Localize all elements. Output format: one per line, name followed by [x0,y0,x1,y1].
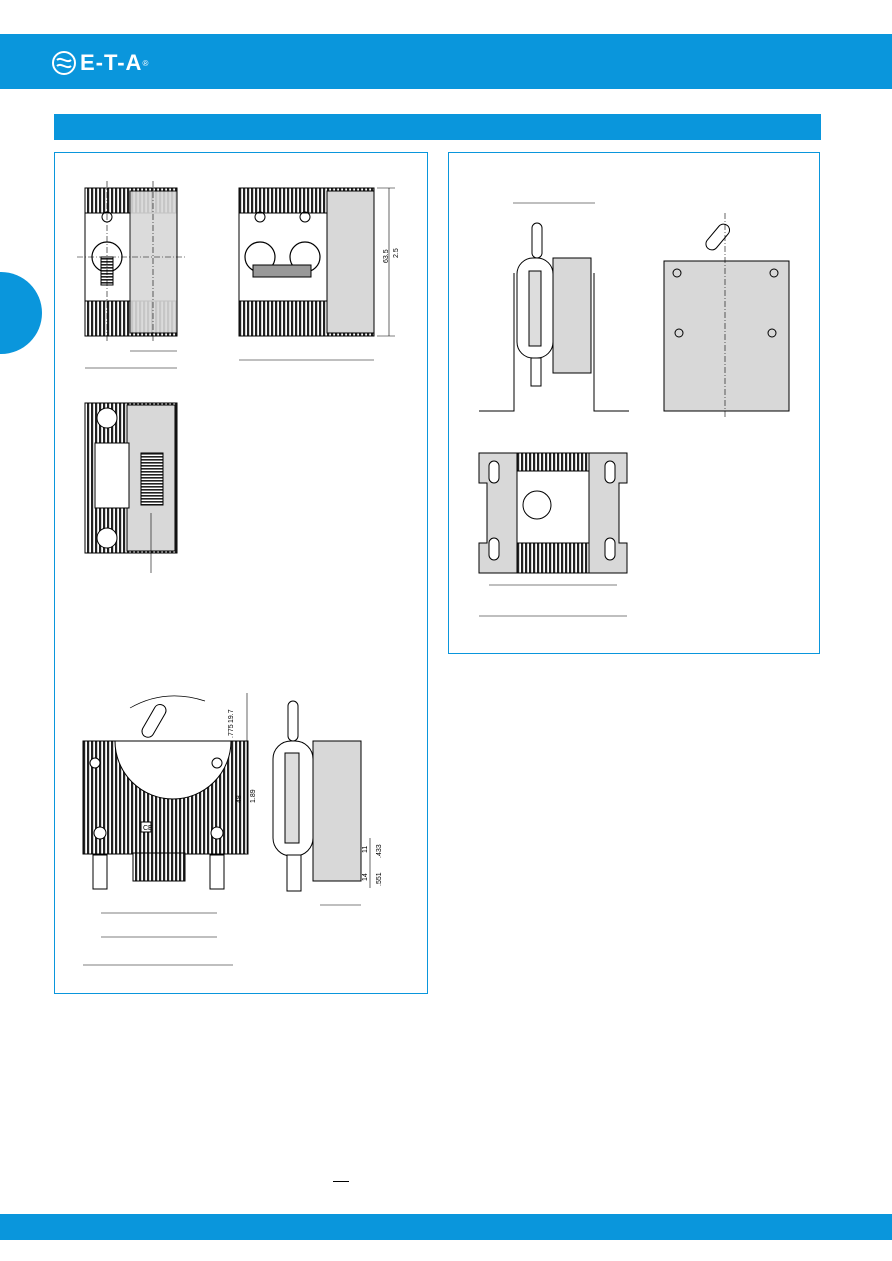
dim-term-mm-2: 14 [362,873,369,881]
dim-term-in-1: .433 [376,844,383,858]
dim-height-in: 2.5 [393,248,400,258]
side-view: 11 .433 14 .551 [272,700,383,906]
eta-swirl-icon [52,51,76,75]
ce-mark: CE [143,825,153,832]
dim-term-in-2: .551 [376,872,383,886]
brand-name: E-T-A [80,50,143,75]
dim-body-in: 1.89 [250,789,257,803]
dim-body-mm: 48 [236,795,243,803]
single-pole-top-view [77,181,185,369]
dimension-drawing-panel-left: 63.5 2.5 CE [54,152,428,994]
dim-lever-in: .775 [228,724,235,738]
side-thumb-tab [0,272,42,354]
single-pole-bottom-view [84,402,178,573]
left-technical-drawing: 63.5 2.5 CE [77,181,400,966]
double-pole-top-view: 63.5 2.5 [238,187,400,361]
dim-term-mm-1: 11 [362,846,369,853]
dimension-drawing-panel-right [448,152,820,654]
bracket-side-view [479,202,629,412]
bracket-rear-view [663,213,790,418]
dim-height-mm: 63.5 [383,249,390,263]
section-title-bar [54,114,821,140]
brand-logo: E-T-A ® [52,50,148,76]
dim-lever-mm: 19.7 [228,709,235,723]
page-number-rule [333,1181,349,1182]
bracket-top-view [478,452,628,617]
brand-registered-mark: ® [142,58,149,68]
header-band [0,34,892,89]
footer-band [0,1214,892,1240]
right-technical-drawing [478,202,790,617]
front-view-with-lever: CE 19.7 .775 48 1.89 [82,693,257,966]
